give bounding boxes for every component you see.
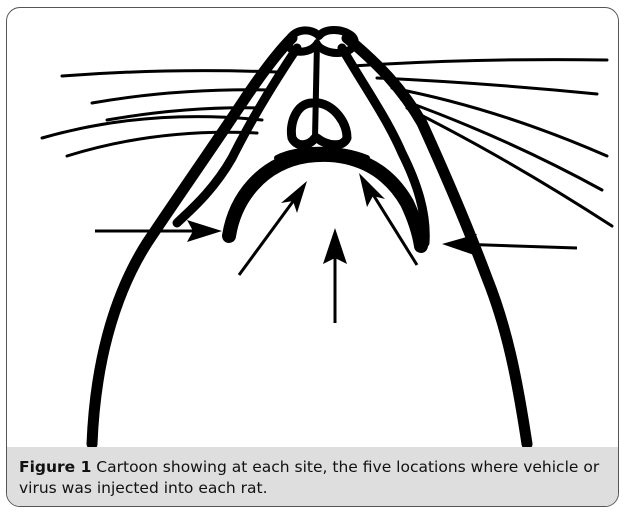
rat-snout-illustration bbox=[7, 8, 619, 448]
injection-arrows bbox=[95, 173, 577, 323]
philtrum bbox=[315, 42, 317, 138]
caption-box: Figure 1 Cartoon showing at each site, t… bbox=[7, 447, 619, 507]
injection-arrow-center bbox=[323, 228, 347, 323]
figure-frame: Figure 1 Cartoon showing at each site, t… bbox=[6, 7, 619, 507]
lip-left bbox=[291, 103, 315, 145]
figure-caption: Figure 1 Cartoon showing at each site, t… bbox=[19, 457, 608, 499]
lip-right bbox=[317, 103, 347, 145]
injection-arrow-right bbox=[442, 234, 577, 256]
figure-label: Figure 1 bbox=[19, 458, 91, 476]
caption-text: Cartoon showing at each site, the five l… bbox=[19, 458, 599, 497]
mouth-contour bbox=[229, 155, 421, 246]
